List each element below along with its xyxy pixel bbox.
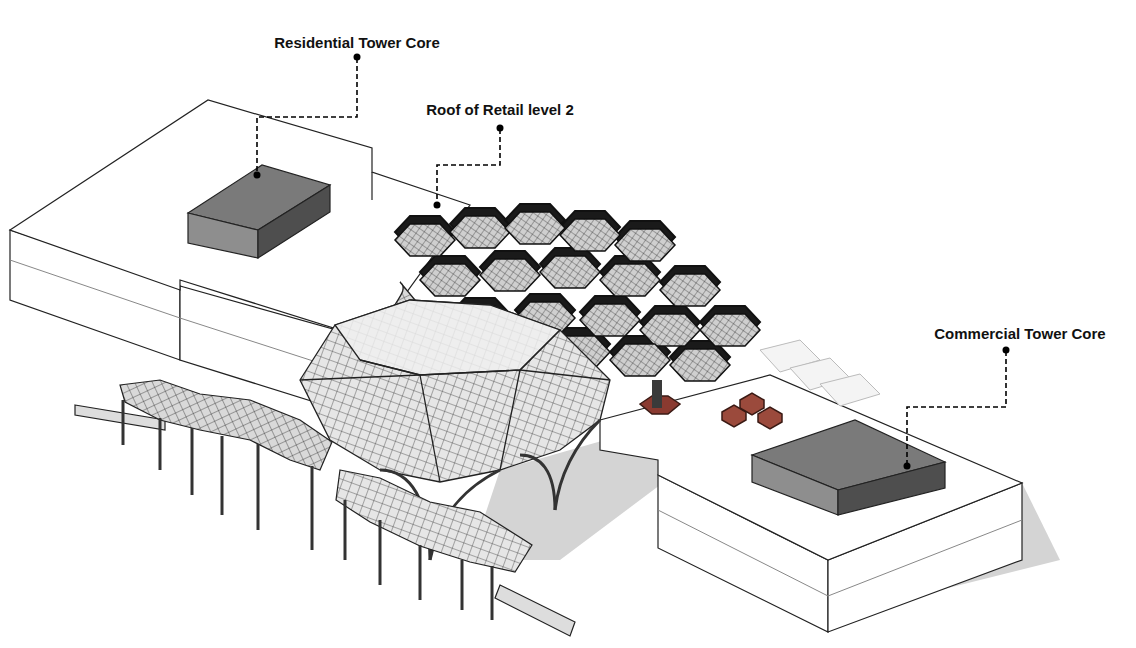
commercial-podium <box>600 375 1022 632</box>
hex-module <box>540 256 600 288</box>
hex-module <box>660 274 720 306</box>
callout-label: Roof of Retail level 2 <box>423 100 577 120</box>
hex-module <box>505 212 565 244</box>
hex-module <box>600 264 660 296</box>
hex-module <box>610 344 670 376</box>
hex-module <box>420 264 480 296</box>
hex-module <box>640 314 700 346</box>
hex-module <box>670 349 730 381</box>
hex-module <box>560 219 620 251</box>
leader-line <box>257 58 1006 464</box>
walkway-canopy <box>75 380 332 550</box>
hex-module <box>450 216 510 248</box>
terrace-steps <box>760 340 880 406</box>
hex-module <box>580 304 640 336</box>
callout-label: Residential Tower Core <box>271 33 443 53</box>
hex-module <box>700 314 760 346</box>
residential-core <box>188 165 330 258</box>
tree-column <box>652 380 662 408</box>
callout-label: Commercial Tower Core <box>931 324 1108 344</box>
hex-module <box>395 224 455 256</box>
walkway-canopy <box>336 470 575 636</box>
hex-module <box>480 259 540 291</box>
leader-dot <box>254 54 1010 470</box>
commercial-core <box>752 420 945 515</box>
hex-module <box>615 229 675 261</box>
